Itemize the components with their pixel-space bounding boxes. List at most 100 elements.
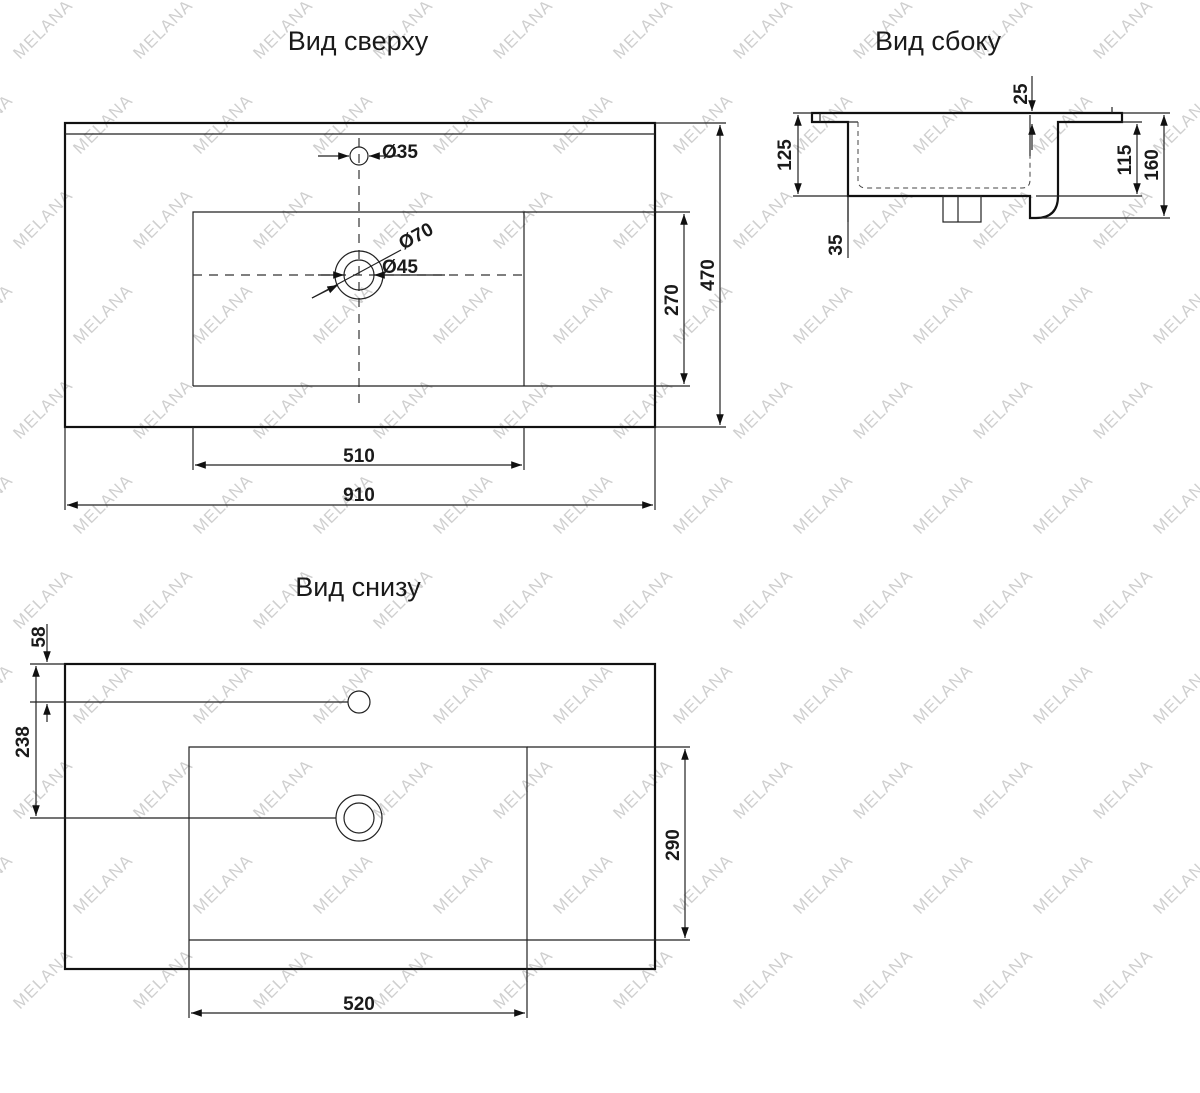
bottom-view-outline: [63, 662, 657, 971]
dim-total-depth-label: 470: [698, 259, 719, 291]
watermark-text: MELANA: [429, 851, 496, 918]
dim-bottom-bowl-depth-label: 290: [663, 829, 684, 861]
watermark-text: MELANA: [129, 0, 196, 63]
watermark-text: MELANA: [9, 946, 76, 1013]
watermark-text: MELANA: [969, 376, 1036, 443]
watermark-text: MELANA: [129, 946, 196, 1013]
watermark-text: MELANA: [249, 186, 316, 253]
watermark-text: MELANA: [0, 471, 17, 538]
watermark-text: MELANA: [9, 756, 76, 823]
bottom-view-title: Вид снизу: [295, 572, 421, 602]
dim-inner-height-label: 115: [1115, 144, 1136, 175]
watermark-text: MELANA: [549, 91, 616, 158]
watermark-text: MELANA: [0, 661, 17, 728]
watermark-text: MELANA: [909, 471, 976, 538]
watermark-text: MELANA: [0, 91, 17, 158]
watermark-text: MELANA: [309, 281, 376, 348]
watermark-text: MELANA: [609, 0, 676, 63]
bottom-view-bowl: [188, 746, 528, 969]
watermark-text: MELANA: [129, 376, 196, 443]
watermark-text: MELANA: [609, 756, 676, 823]
watermark-text: MELANA: [549, 471, 616, 538]
bottom-drain-inner: [343, 802, 375, 834]
watermark-text: MELANA: [9, 566, 76, 633]
watermark-text: MELANA: [969, 946, 1036, 1013]
dim-total-height-label: 160: [1142, 149, 1163, 181]
watermark-text: MELANA: [489, 566, 556, 633]
dim-rim-label: 25: [1011, 83, 1032, 105]
top-view-bowl: [192, 211, 525, 386]
watermark-text: MELANA: [1029, 851, 1096, 918]
watermark-text: MELANA: [69, 851, 136, 918]
watermark-text: MELANA: [249, 756, 316, 823]
watermark-text: MELANA: [789, 471, 856, 538]
dim-drain-outer-arrow: [311, 284, 339, 299]
watermark-text: MELANA: [309, 91, 376, 158]
watermark-text: MELANA: [69, 471, 136, 538]
watermark-text: MELANA: [669, 661, 736, 728]
watermark-text: MELANA: [549, 661, 616, 728]
watermark-text: MELANA: [309, 851, 376, 918]
watermark-text: MELANA: [1029, 281, 1096, 348]
watermark-text: MELANA: [369, 756, 436, 823]
watermark-text: MELANA: [909, 661, 976, 728]
watermark-text: MELANA: [1149, 471, 1200, 538]
top-view-title: Вид сверху: [288, 26, 429, 56]
watermark-text: MELANA: [69, 91, 136, 158]
watermark-text: MELANA: [1089, 756, 1156, 823]
dim-tap-offset-label: 58: [29, 626, 50, 647]
dim-left-height-label: 125: [775, 139, 796, 171]
dim-drain-offset-label: 238: [13, 726, 34, 758]
watermark-text: MELANA: [9, 376, 76, 443]
watermark-text: MELANA: [1149, 851, 1200, 918]
watermark-text: MELANA: [1089, 946, 1156, 1013]
watermark-text: MELANA: [1029, 661, 1096, 728]
side-view-drain-stub: [942, 195, 982, 223]
watermark-text: MELANA: [369, 946, 436, 1013]
dim-bottom-bowl-width-label: 520: [343, 994, 375, 1015]
bottom-view: Вид снизу 58 238 290 520: [13, 572, 690, 1018]
dim-bowl-depth-label: 270: [662, 284, 683, 316]
watermark-text: MELANA: [669, 471, 736, 538]
watermark-text: MELANA: [549, 281, 616, 348]
watermark-text: MELANA: [189, 91, 256, 158]
watermark-text: MELANA: [789, 281, 856, 348]
side-view-body: [810, 111, 1124, 220]
watermark-text: MELANA: [729, 946, 796, 1013]
watermark-text: MELANA: [789, 91, 856, 158]
watermark-text: MELANA: [849, 756, 916, 823]
dim-tap-hole-label: Ø35: [382, 142, 418, 163]
watermark-text: MELANA: [669, 91, 736, 158]
watermark-text: MELANA: [129, 566, 196, 633]
watermark-text: MELANA: [69, 281, 136, 348]
watermark-text: MELANA: [549, 851, 616, 918]
watermark-text: MELANA: [129, 756, 196, 823]
watermark-text: MELANA: [189, 471, 256, 538]
bottom-tap-hole: [347, 690, 371, 714]
watermark-text: MELANA: [429, 471, 496, 538]
watermark-text: MELANA: [609, 186, 676, 253]
dim-drain-stub-label: 35: [826, 234, 847, 256]
watermark-text: MELANA: [849, 566, 916, 633]
watermark-text: MELANA: [1089, 566, 1156, 633]
watermark-text: MELANA: [1029, 471, 1096, 538]
dim-drain-inner-label: Ø45: [382, 257, 418, 278]
side-view-title: Вид сбоку: [875, 26, 1001, 56]
dim-bowl-width-label: 510: [343, 446, 375, 467]
side-view-bowl-hidden: [857, 122, 1031, 189]
watermark-text: MELANA: [1089, 0, 1156, 63]
watermark-text: MELANA: [189, 281, 256, 348]
watermark-text: MELANA: [1089, 376, 1156, 443]
watermark-text: MELANA: [429, 281, 496, 348]
watermark-text: MELANA: [9, 0, 76, 63]
tap-hole-circle: [349, 146, 369, 166]
watermark-text: MELANA: [1149, 91, 1200, 158]
watermark-text: MELANA: [609, 946, 676, 1013]
watermark-text: MELANA: [1029, 91, 1096, 158]
watermark-text: MELANA: [789, 661, 856, 728]
watermark-text: MELANA: [1149, 661, 1200, 728]
watermark-text: MELANA: [429, 661, 496, 728]
watermark-text: MELANA: [249, 946, 316, 1013]
watermark-text: MELANA: [969, 566, 1036, 633]
